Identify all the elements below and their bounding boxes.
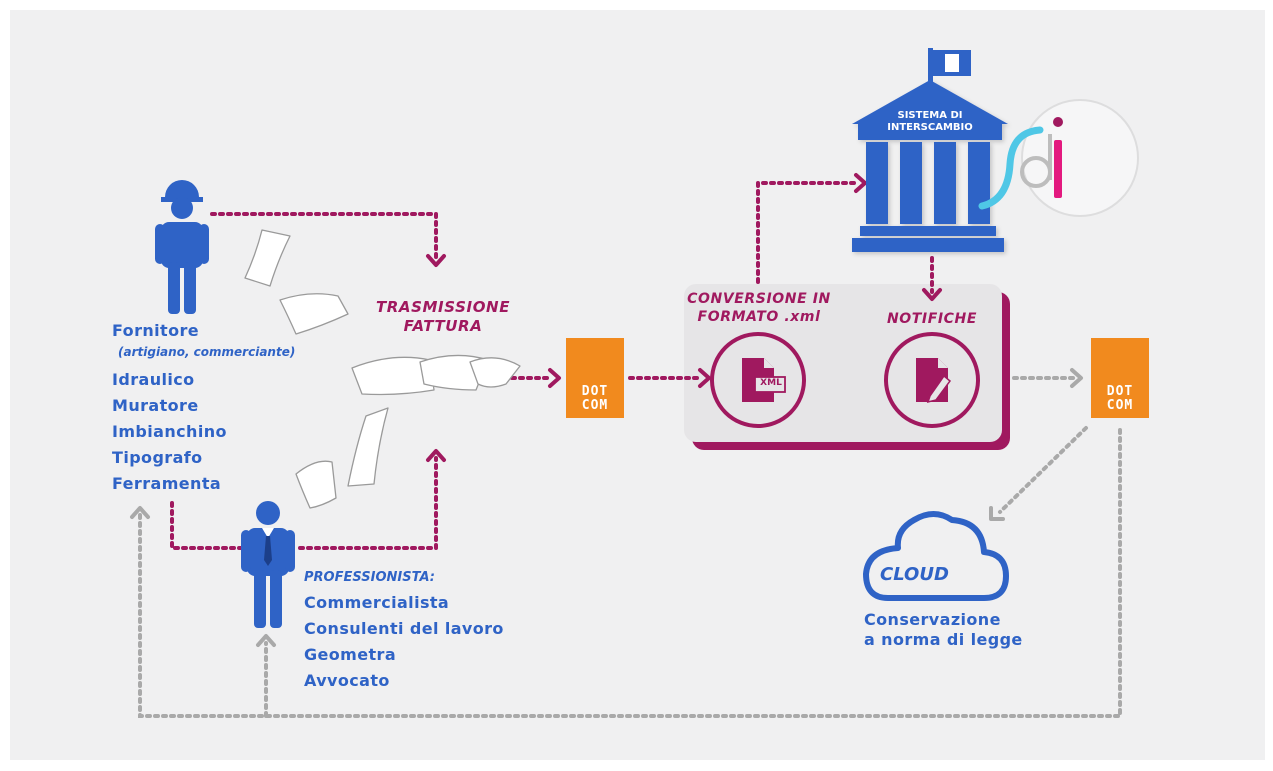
xml-icon-text: XML — [760, 378, 782, 388]
flow-supplier-to-transmission — [210, 212, 438, 260]
paper-sheet-icon — [347, 407, 389, 487]
list-item: Muratore — [112, 396, 199, 415]
arrowhead-right-icon — [1070, 368, 1083, 388]
list-item: Imbianchino — [112, 422, 227, 441]
paper-sheet-icon — [244, 229, 291, 287]
dotcom-label-top: DOT — [1106, 384, 1134, 399]
paper-sheet-icon — [469, 357, 521, 388]
transmission-label-line1: TRASMISSIONE — [375, 298, 511, 316]
arrowhead-down-icon — [426, 254, 446, 267]
list-item: Avvocato — [304, 671, 390, 690]
cloud-label: CLOUD — [880, 564, 949, 585]
supplier-title: Fornitore — [112, 321, 200, 340]
arrowhead-down-icon — [922, 288, 942, 301]
cloud-caption-line2: a norma di legge — [864, 630, 1023, 649]
sdi-label-line2: INTERSCAMBIO — [887, 122, 973, 133]
conversion-label-line2: FORMATO .xml — [697, 309, 821, 325]
list-item: Ferramenta — [112, 474, 222, 493]
flow-supplier-to-professional — [170, 501, 252, 550]
list-item: Idraulico — [112, 370, 195, 389]
paper-sheet-icon — [279, 293, 349, 335]
dotcom-logo-left: DOT COM — [566, 338, 624, 418]
flow-conversion-to-sdi — [756, 181, 860, 284]
magenta-arrowheads — [426, 173, 942, 462]
paper-sheet-icon — [351, 356, 435, 396]
conversion-label: CONVERSIONE IN FORMATO .xml — [684, 290, 834, 326]
arrowhead-up-icon — [426, 449, 446, 462]
dotcom-label-top: DOT — [581, 384, 609, 399]
flow-return-to-supplier — [138, 428, 1122, 718]
cloud-caption: Conservazione a norma di legge — [864, 610, 1023, 650]
arrowhead-right-icon — [548, 368, 561, 388]
gray-flow-lines — [138, 376, 1122, 718]
government-building-icon — [852, 48, 1008, 252]
professional-figure-icon — [241, 501, 295, 628]
list-item: Tipografo — [112, 448, 203, 467]
sdi-label-line1: SISTEMA DI — [897, 110, 963, 121]
list-item: Consulenti del lavoro — [304, 619, 504, 638]
cloud-caption-line1: Conservazione — [864, 610, 1001, 629]
cloud-icon — [863, 511, 1009, 601]
gray-arrowheads — [130, 368, 1083, 647]
worker-figure-icon — [155, 180, 209, 314]
arrowhead-right-icon — [854, 173, 867, 193]
transmission-label: TRASMISSIONE FATTURA — [364, 298, 522, 336]
transmission-label-line2: FATTURA — [403, 317, 483, 335]
supplier-subtitle: (artigiano, commerciante) — [118, 345, 296, 359]
flow-professional-to-transmission — [298, 456, 438, 550]
sdi-label: SISTEMA DI INTERSCAMBIO — [870, 110, 990, 134]
arrowhead-up-icon — [130, 506, 150, 519]
paper-sheet-icon — [295, 460, 337, 509]
flow-dotcom-to-cloud — [998, 426, 1088, 514]
conversion-label-line1: CONVERSIONE IN — [687, 291, 831, 307]
dotcom-logo-right: DOT COM — [1091, 338, 1149, 418]
dotcom-label-bottom: COM — [1106, 398, 1134, 413]
professional-list: Commercialista Consulenti del lavoro Geo… — [304, 590, 504, 694]
supplier-list: Idraulico Muratore Imbianchino Tipografo… — [112, 367, 227, 497]
list-item: Geometra — [304, 645, 397, 664]
process-box — [684, 284, 1010, 450]
professional-title: PROFESSIONISTA: — [304, 570, 435, 585]
magenta-flow-lines — [170, 181, 934, 550]
arrowhead-down-left-icon — [989, 506, 1005, 521]
arrowhead-up-icon — [256, 634, 276, 647]
notifications-label: NOTIFICHE — [886, 311, 978, 327]
list-item: Commercialista — [304, 593, 450, 612]
arrowhead-right-icon — [698, 368, 711, 388]
document-edit-icon — [884, 332, 980, 428]
sdi-logo-icon — [978, 99, 1139, 217]
xml-document-icon — [710, 332, 806, 428]
paper-sheets — [244, 229, 521, 509]
dotcom-label-bottom: COM — [581, 398, 609, 413]
